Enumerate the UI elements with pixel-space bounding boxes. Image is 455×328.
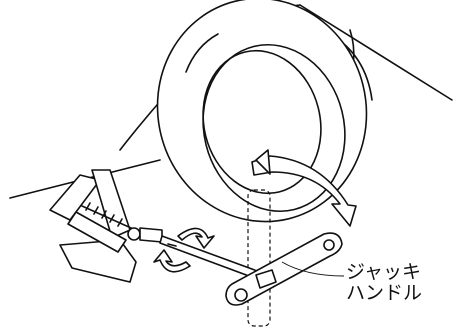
scissor-jack bbox=[50, 170, 162, 282]
jack-handle-label: ジャッキ ハンドル bbox=[346, 262, 422, 304]
label-line-2: ハンドル bbox=[346, 283, 422, 304]
handle-shaft bbox=[160, 236, 260, 279]
label-line-1: ジャッキ bbox=[346, 262, 422, 283]
